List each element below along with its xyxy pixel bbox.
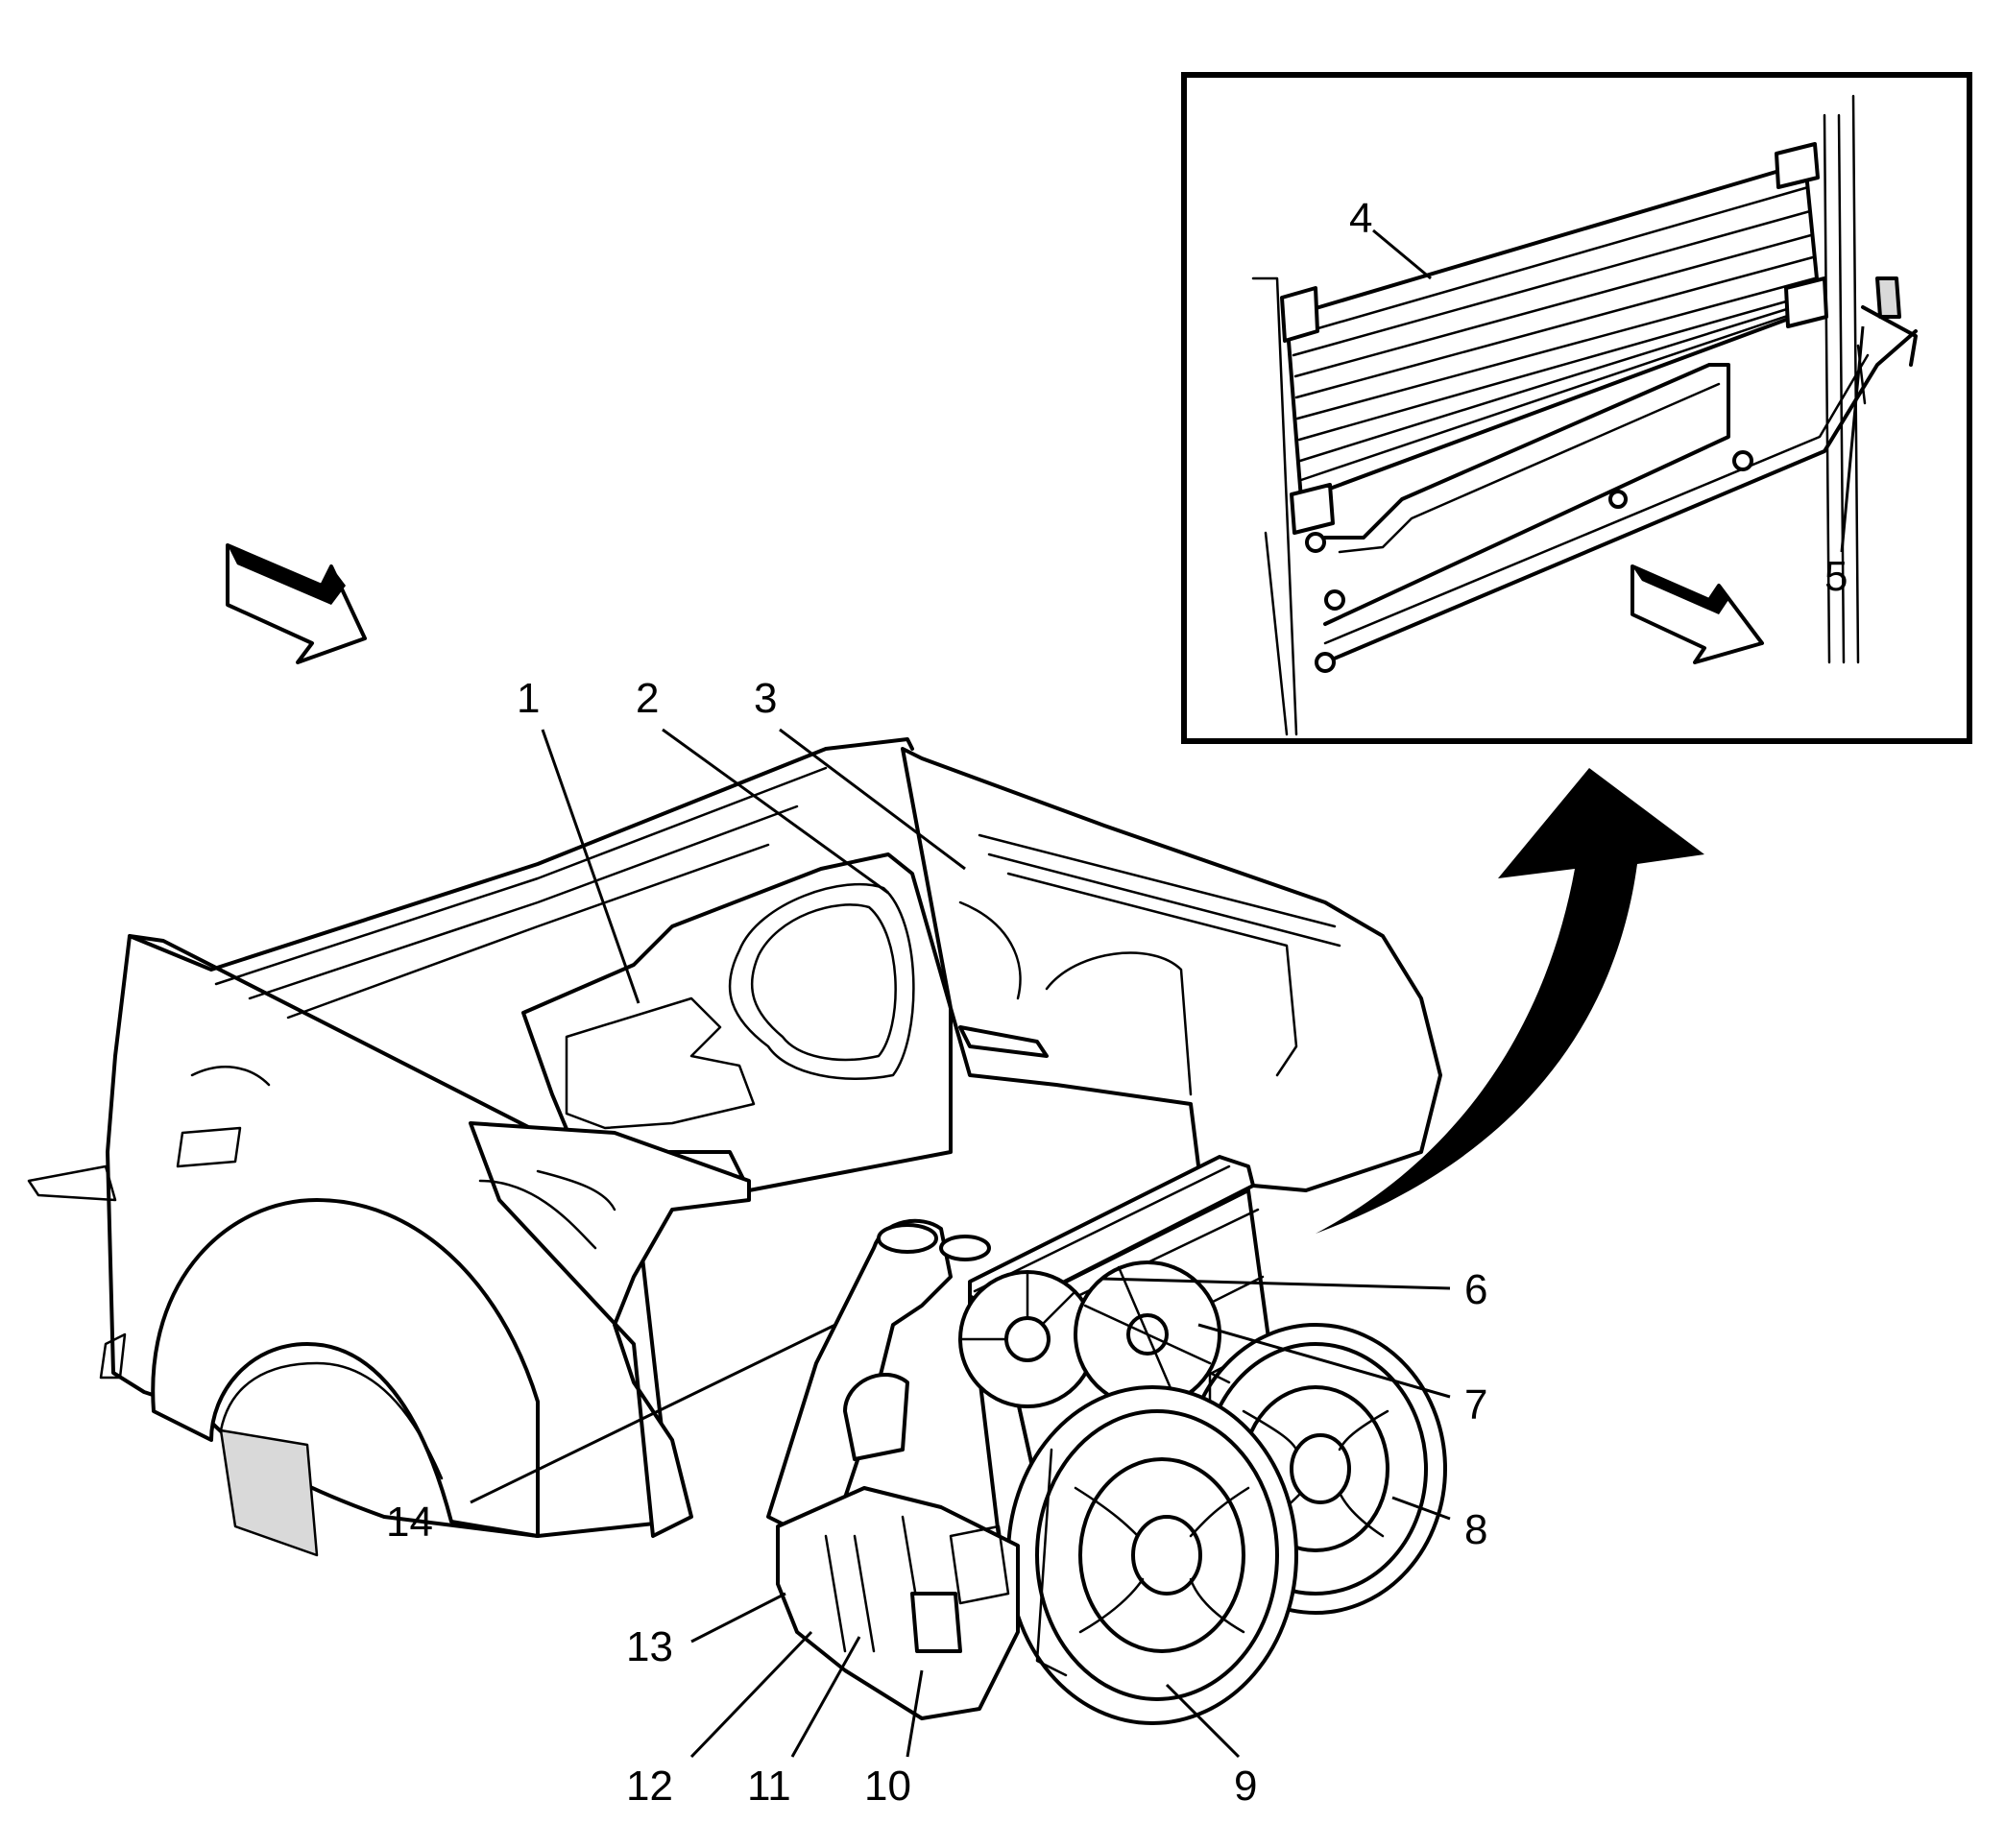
leader-12 <box>689 1630 813 1759</box>
leader-lines <box>470 728 1451 1759</box>
callout-12: 12 <box>626 1763 673 1810</box>
direction-arrow-icon <box>1631 564 1764 664</box>
leader-7 <box>1197 1323 1451 1399</box>
leader-3 <box>779 728 966 871</box>
leader-1 <box>541 729 640 1004</box>
transmission-oil-cooler <box>1280 142 1828 535</box>
callout-9: 9 <box>1234 1763 1257 1810</box>
radiator-support-upper <box>958 1025 1049 1058</box>
inset-support-rails <box>1251 94 1860 736</box>
callout-13: 13 <box>626 1623 673 1670</box>
direction-arrow-icon <box>226 543 367 664</box>
callout-8: 8 <box>1464 1506 1487 1553</box>
callout-6: 6 <box>1464 1266 1487 1313</box>
callout-5: 5 <box>1824 553 1848 600</box>
wheel-opening <box>151 1198 540 1538</box>
leader-2 <box>662 728 889 895</box>
callout-3: 3 <box>754 675 777 722</box>
cooling-fan-right <box>1184 1323 1447 1615</box>
callout-7: 7 <box>1464 1381 1487 1428</box>
curved-arrow-icon <box>1316 768 1704 1234</box>
coolant-reservoir <box>766 1218 991 1528</box>
inset-detail <box>1181 72 1972 744</box>
callout-10: 10 <box>864 1763 911 1810</box>
washer-reservoir <box>776 1486 1020 1720</box>
leader-11 <box>790 1636 861 1758</box>
leader-10 <box>906 1669 924 1758</box>
leader-5 <box>1840 325 1865 553</box>
leader-8 <box>1391 1496 1451 1521</box>
cooler-line-fitting <box>1856 276 1918 405</box>
cooler-lines <box>1305 329 1918 673</box>
fan-blade-rear <box>1074 1260 1221 1408</box>
leader-13 <box>690 1592 786 1644</box>
callout-11: 11 <box>747 1763 791 1810</box>
leader-14 <box>470 1323 836 1504</box>
cooling-fan-left <box>1006 1385 1298 1725</box>
vehicle-front-end <box>27 737 1447 1725</box>
callout-1: 1 <box>517 675 540 722</box>
leader-6 <box>1101 1277 1451 1290</box>
callout-labels: 1 2 3 4 5 6 7 8 9 10 11 12 13 14 <box>386 195 1848 1810</box>
callout-14: 14 <box>386 1499 433 1546</box>
inner-wheelhouse <box>469 1121 751 1538</box>
leader-9 <box>1165 1683 1241 1759</box>
leader-4 <box>1372 228 1432 280</box>
callout-2: 2 <box>636 675 659 722</box>
callout-4: 4 <box>1349 195 1372 242</box>
